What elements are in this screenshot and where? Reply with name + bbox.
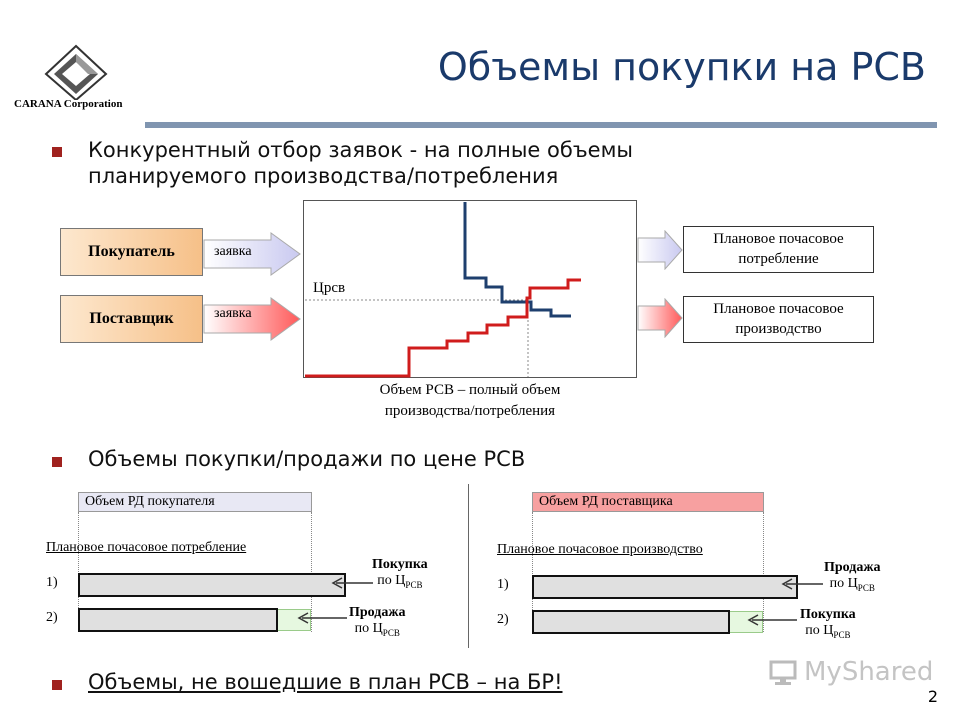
page-number: 2 [927, 687, 938, 706]
buyer-case2-arrow-icon [297, 612, 347, 624]
buyer-case2-note: Продажа по ЦРСВ [349, 605, 406, 641]
production-arrow-icon [637, 298, 683, 338]
seller-case1-action: Продажа [824, 560, 881, 575]
seller-case2-note: Покупка по ЦРСВ [800, 607, 856, 643]
seller-bid-arrow-icon [203, 297, 301, 341]
seller-box: Поставщик [60, 295, 203, 343]
auction-curves [305, 202, 581, 378]
demand-curve [463, 202, 571, 318]
bullet-marker [52, 680, 62, 690]
seller-case2-action: Покупка [800, 607, 856, 622]
buyer-case1-price: по ЦРСВ [377, 573, 423, 590]
watermark-text: MyShared [804, 657, 934, 687]
price-label: Црсв [313, 280, 346, 296]
bullet-marker [52, 457, 62, 467]
bullet-text-2: Объемы покупки/продажи по цене РСВ [88, 447, 526, 471]
buyer-case1-action: Покупка [372, 557, 428, 572]
supply-curve [305, 278, 581, 378]
carana-logo-icon [44, 44, 108, 100]
seller-row1-label: 1) [497, 577, 509, 592]
page-title: Объемы покупки на РСВ [437, 45, 926, 89]
watermark-icon [769, 660, 797, 685]
buyer-case2-price: по ЦРСВ [354, 621, 400, 638]
planned-consumption-box: Плановое почасовое потребление [683, 226, 874, 273]
bullet-text-1: Конкурентный отбор заявок - на полные об… [88, 138, 633, 188]
seller-case1-note: Продажа по ЦРСВ [824, 560, 881, 596]
buyer-case2-bar [78, 608, 278, 632]
bullet-text-3: Объемы, не вошедшие в план РСВ – на БР! [88, 670, 563, 694]
buyer-bid-label: заявка [214, 244, 252, 259]
buyer-case1-arrow-icon [331, 577, 373, 589]
seller-volume-header: Объем РД поставщика [532, 492, 764, 512]
buyer-case1-note: Покупка по ЦРСВ [372, 557, 428, 593]
buyer-case2-action: Продажа [349, 605, 406, 620]
planned-production-box: Плановое почасовое производство [683, 296, 874, 343]
buyer-volume-header: Объем РД покупателя [78, 492, 312, 512]
planned-production-label: Плановое почасовое производство [713, 301, 844, 337]
seller-case1-price: по ЦРСВ [829, 576, 875, 593]
seller-case2-arrow-icon [747, 614, 797, 626]
logo-text: CARANA Corporation [14, 98, 123, 110]
buyer-label: Покупатель [88, 243, 175, 260]
buyer-row1-label: 1) [46, 575, 58, 590]
seller-case2-bar [532, 610, 730, 634]
buyer-guide-left [78, 512, 79, 632]
panel-divider [468, 484, 469, 648]
planned-consumption-label: Плановое почасовое потребление [713, 231, 844, 267]
seller-row2-label: 2) [497, 612, 509, 627]
seller-case1-arrow-icon [781, 578, 823, 590]
bullet-marker [52, 147, 62, 157]
seller-guide-left [532, 512, 533, 632]
buyer-case1-bar [78, 573, 346, 597]
buyer-plan-label: Плановое почасовое потребление [46, 540, 247, 555]
title-rule [145, 122, 937, 128]
seller-case2-price: по ЦРСВ [805, 623, 851, 640]
buyer-row2-label: 2) [46, 610, 58, 625]
consumption-arrow-icon [637, 230, 683, 270]
seller-bid-label: заявка [214, 306, 252, 321]
buyer-guide-right [311, 512, 312, 632]
seller-plan-label: Плановое почасовое производство [497, 542, 703, 557]
auction-chart [303, 200, 637, 378]
seller-label: Поставщик [89, 310, 174, 327]
seller-case1-bar [532, 575, 798, 599]
buyer-box: Покупатель [60, 228, 203, 276]
seller-guide-right [763, 512, 764, 632]
buyer-bid-arrow-icon [203, 232, 301, 276]
chart-caption: Объем РСВ – полный объем производства/по… [379, 382, 561, 419]
